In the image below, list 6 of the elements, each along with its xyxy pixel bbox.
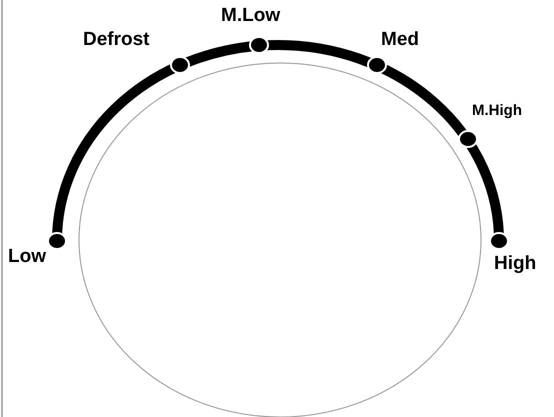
setting-label: Med: [381, 30, 419, 49]
setting-label: M.High: [472, 103, 522, 118]
setting-label: Low: [8, 247, 46, 266]
setting-label: Defrost: [83, 30, 150, 49]
setting-label: High: [494, 254, 536, 273]
setting-label: M.Low: [221, 6, 280, 25]
